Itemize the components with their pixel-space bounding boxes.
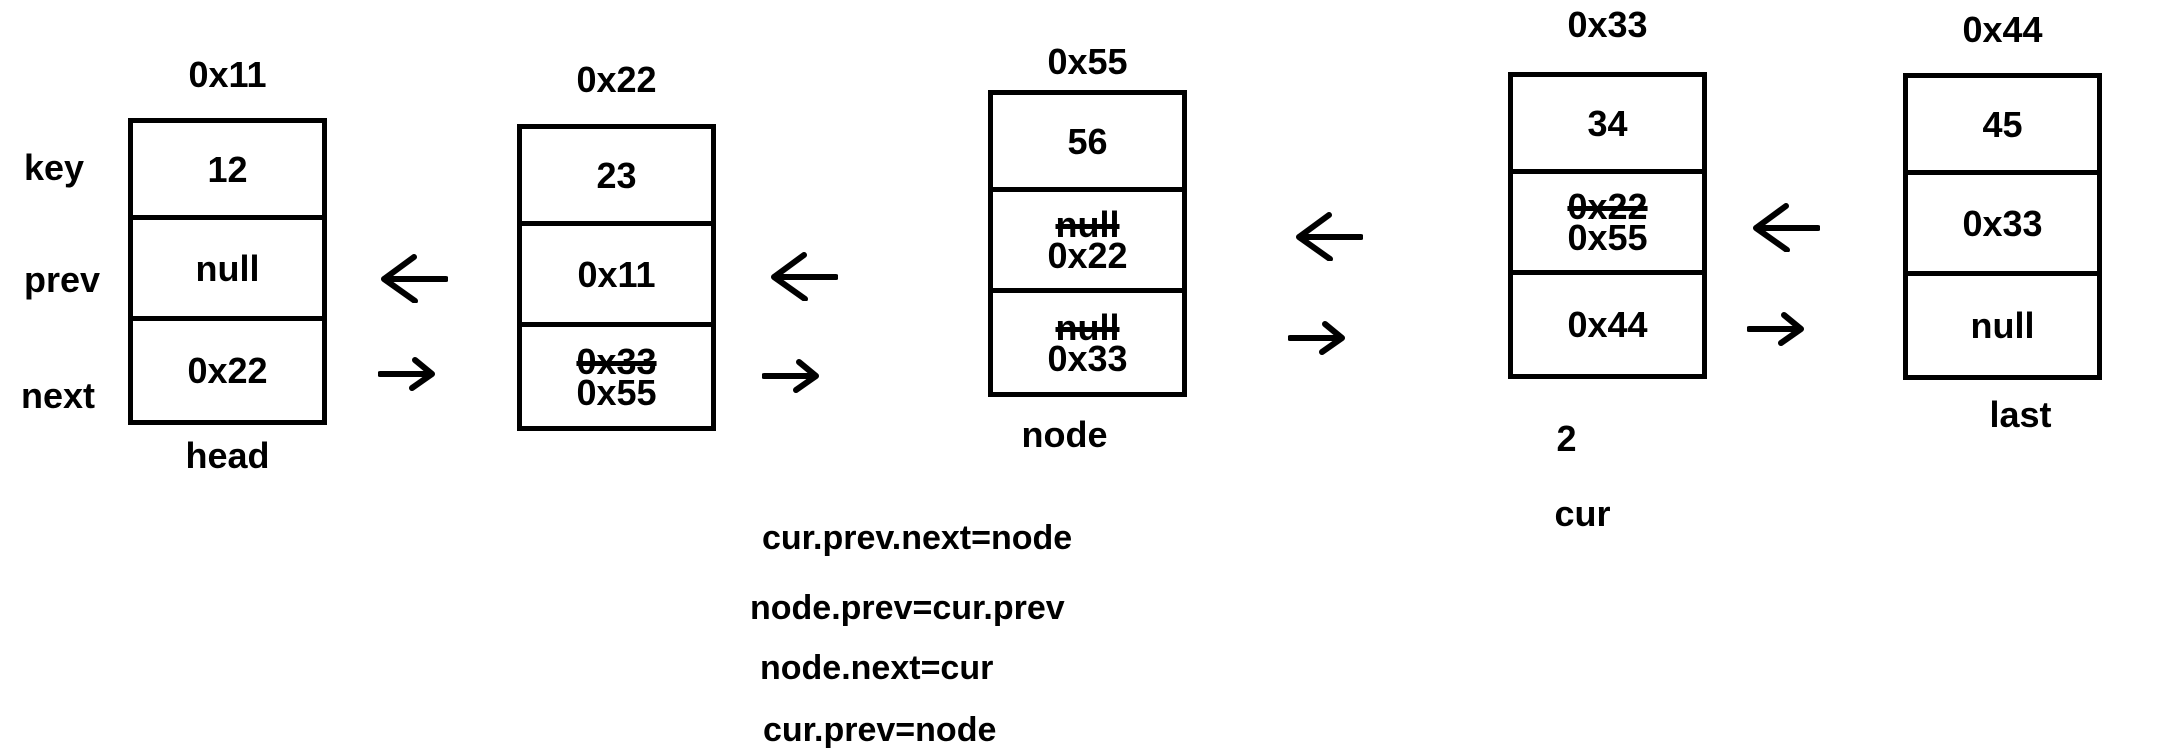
next-cell: null bbox=[1908, 271, 2097, 375]
row-label-prev: prev bbox=[24, 259, 101, 300]
key-cell: 56 bbox=[1067, 120, 1108, 162]
prev-cell: 0x11 bbox=[522, 221, 711, 322]
next-cell: 0x22 bbox=[133, 316, 322, 420]
arrow-left-icon bbox=[1296, 212, 1363, 261]
arrow-left-icon bbox=[381, 254, 448, 303]
key-cell: 34 bbox=[1587, 102, 1628, 144]
arrow-left-icon bbox=[771, 252, 838, 301]
row-label-key: key bbox=[24, 147, 85, 188]
arrow-right-icon bbox=[1747, 312, 1804, 346]
node-label: 2 bbox=[1556, 418, 1577, 459]
next-cell: 0x44 bbox=[1513, 270, 1702, 374]
key-cell: 45 bbox=[1982, 103, 2023, 145]
code-line-2: node.prev=cur.prev bbox=[750, 589, 1065, 627]
row-label-next: next bbox=[21, 375, 96, 416]
arrow-left-icon bbox=[1753, 203, 1820, 252]
node-0x11: 0x11 12 null 0x22 head bbox=[128, 54, 327, 476]
prev-cell: null bbox=[133, 215, 322, 316]
arrow-right-icon bbox=[1288, 321, 1345, 355]
node-address: 0x55 bbox=[1047, 41, 1128, 82]
node-address: 0x11 bbox=[188, 54, 267, 95]
arrow-right-icon bbox=[378, 357, 435, 391]
node-box: 12 null 0x22 bbox=[128, 118, 327, 425]
key-cell: 23 bbox=[596, 154, 637, 196]
arrow-right-icon bbox=[762, 359, 819, 393]
node-address: 0x22 bbox=[576, 59, 657, 100]
code-line-4: cur.prev=node bbox=[763, 711, 997, 749]
code-line-1: cur.prev.next=node bbox=[762, 519, 1073, 557]
node-label-cur: cur bbox=[1554, 493, 1611, 534]
node-label: head bbox=[185, 435, 270, 476]
node-address: 0x44 bbox=[1962, 9, 2043, 50]
node-box: 45 0x33 null bbox=[1903, 73, 2102, 380]
prev-cell: 0x33 bbox=[1908, 170, 2097, 271]
node-0x44: 0x44 45 0x33 null last bbox=[1903, 9, 2102, 435]
node-label: node bbox=[1021, 414, 1108, 455]
code-line-3: node.next=cur bbox=[760, 649, 994, 687]
key-cell: 12 bbox=[207, 148, 248, 190]
node-label: last bbox=[1989, 394, 2052, 435]
node-address: 0x33 bbox=[1567, 4, 1648, 45]
